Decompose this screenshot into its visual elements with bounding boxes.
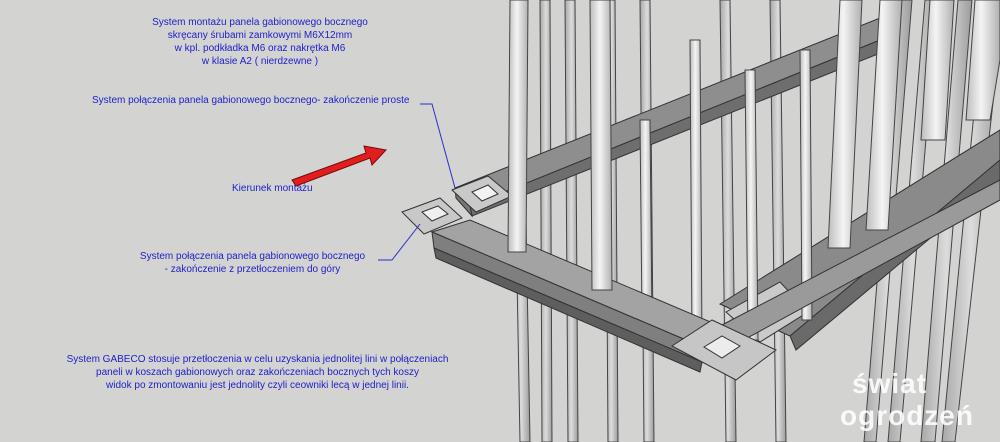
rod xyxy=(589,0,613,291)
offset-end-label: System połączenia panela gabionowego boc… xyxy=(120,250,385,276)
rod xyxy=(865,0,903,231)
leader-straight-end xyxy=(420,103,456,189)
rod xyxy=(827,0,863,249)
rod xyxy=(507,0,529,253)
straight-end-label: System połączenia panela gabionowego boc… xyxy=(92,95,410,106)
offset-end-text: System połączenia panela gabionowego boc… xyxy=(139,251,366,275)
front-rods xyxy=(507,0,1000,291)
gabeco-note-text: System GABECO stosuje przetłoczenia w ce… xyxy=(66,354,449,391)
rod xyxy=(564,0,579,442)
mounting-label: System montażu panela gabionowego boczne… xyxy=(135,16,385,68)
gabeco-note: System GABECO stosuje przetłoczenia w ce… xyxy=(40,353,475,392)
rod xyxy=(965,0,1000,121)
rod xyxy=(639,119,653,321)
leader-lines xyxy=(378,103,456,261)
mounting-text: System montażu panela gabionowego boczne… xyxy=(152,17,368,67)
direction-label: Kierunek montażu xyxy=(232,183,313,194)
rod xyxy=(920,0,955,141)
mid-rods xyxy=(639,39,813,341)
leader-offset-end xyxy=(378,223,421,261)
rod xyxy=(799,49,813,321)
rod xyxy=(539,0,553,442)
rod xyxy=(689,39,703,341)
direction-arrow xyxy=(291,145,387,187)
lower-channel xyxy=(401,179,1000,381)
watermark-line2: ogrodzeń xyxy=(840,400,974,431)
upper-channel xyxy=(451,17,896,218)
rod xyxy=(744,69,759,341)
watermark-line1: świat xyxy=(852,368,928,399)
